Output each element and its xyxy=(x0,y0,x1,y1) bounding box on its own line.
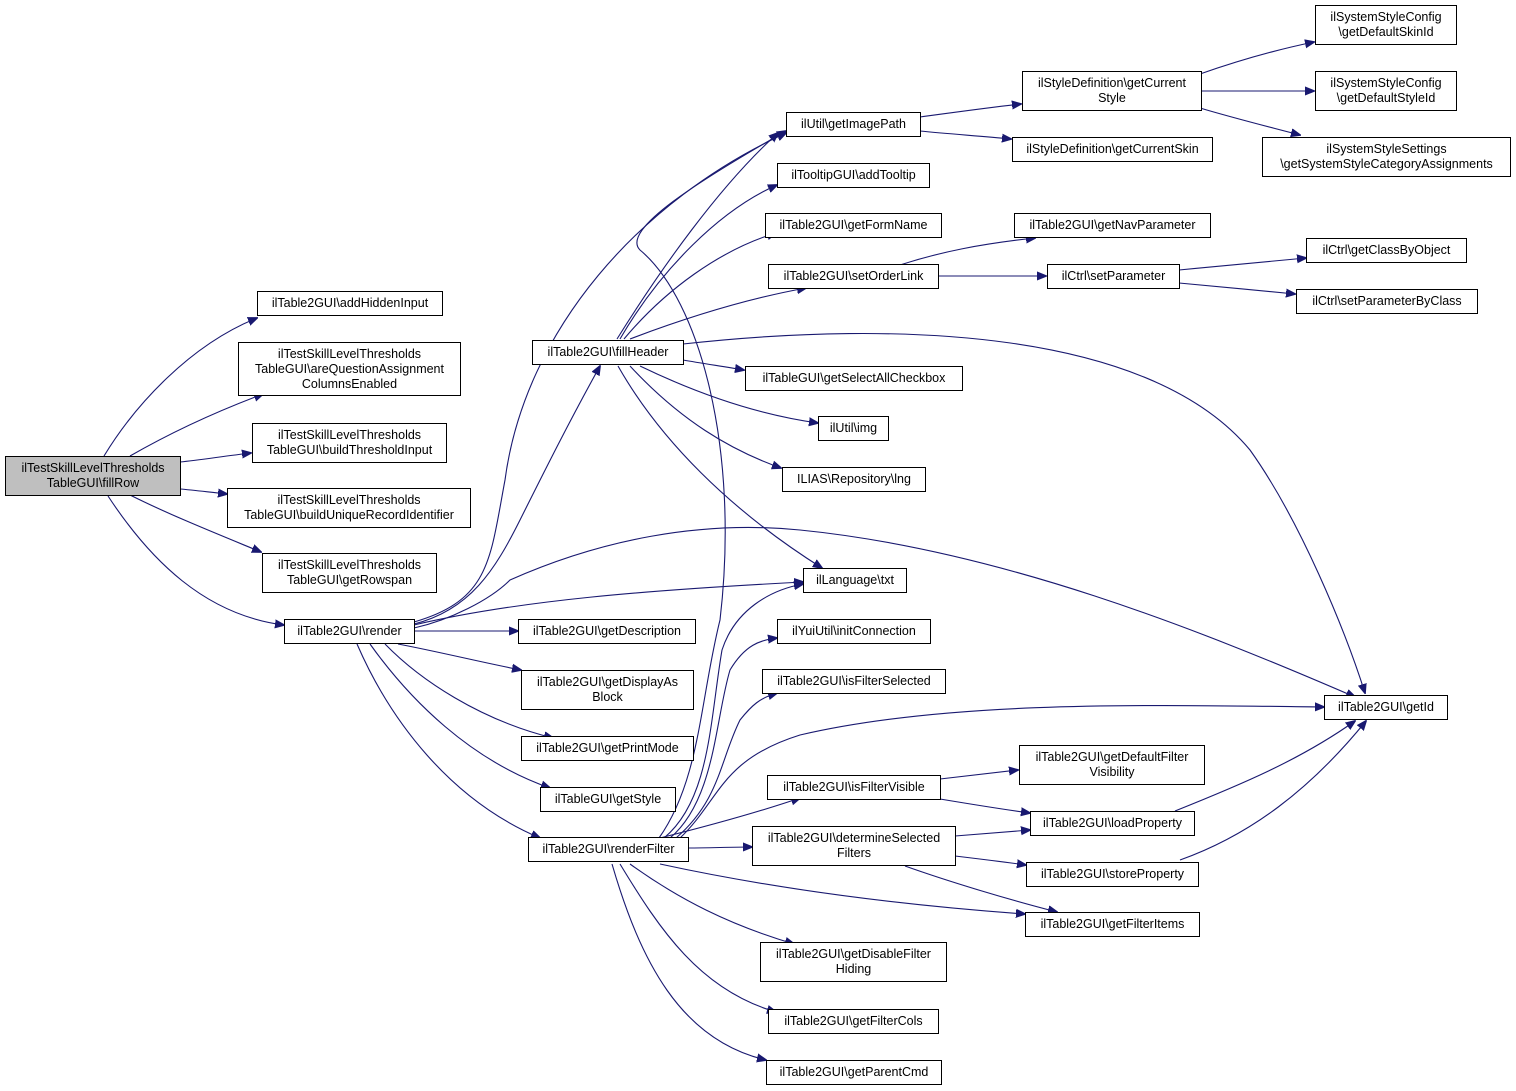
edge-renderfilter-determineselectedfilters xyxy=(687,847,752,848)
node-img[interactable]: ilUtil\img xyxy=(818,416,889,441)
node-getfilteritems[interactable]: ilTable2GUI\getFilterItems xyxy=(1025,912,1200,937)
edge-fillrow-getrowspan xyxy=(129,494,261,552)
node-fillrow[interactable]: ilTestSkillLevelThresholds TableGUI\fill… xyxy=(5,456,181,496)
node-getdefaultstyleid[interactable]: ilSystemStyleConfig \getDefaultStyleId xyxy=(1315,71,1457,111)
node-isfilterselected[interactable]: ilTable2GUI\isFilterSelected xyxy=(762,669,946,694)
edge-renderfilter-getdisablefilterhiding xyxy=(629,863,794,944)
node-getdefaultfiltervisibility[interactable]: ilTable2GUI\getDefaultFilter Visibility xyxy=(1019,745,1205,785)
edge-setparameter-getclassbyobject xyxy=(1178,258,1306,271)
edge-renderfilter-txt xyxy=(663,584,803,839)
node-getstyle[interactable]: ilTableGUI\getStyle xyxy=(540,787,676,812)
node-txt[interactable]: ilLanguage\txt xyxy=(803,568,907,593)
node-setparameterbyclass[interactable]: ilCtrl\setParameterByClass xyxy=(1296,289,1478,314)
edge-fillheader-setorderlink xyxy=(629,288,806,340)
node-renderfilter[interactable]: ilTable2GUI\renderFilter xyxy=(528,837,689,862)
edge-fillheader-img xyxy=(639,365,818,423)
node-lng[interactable]: ILIAS\Repository\lng xyxy=(782,467,926,492)
node-getdescription[interactable]: ilTable2GUI\getDescription xyxy=(518,619,696,644)
edge-renderfilter-getparentcmd xyxy=(611,863,766,1060)
edge-render-getstyle xyxy=(369,643,550,788)
node-setparameter[interactable]: ilCtrl\setParameter xyxy=(1047,264,1180,289)
edge-renderfilter-getfilteritems xyxy=(659,863,1025,914)
edge-renderfilter-getid xyxy=(679,706,1324,839)
edge-isfiltervisible-getdefaultfiltervisibility xyxy=(939,770,1018,780)
node-getfiltercols[interactable]: ilTable2GUI\getFilterCols xyxy=(768,1009,939,1034)
node-buildthresholdinput[interactable]: ilTestSkillLevelThresholds TableGUI\buil… xyxy=(252,423,447,463)
edge-renderfilter-getfiltercols xyxy=(619,863,776,1012)
node-getdisablefilterhiding[interactable]: ilTable2GUI\getDisableFilter Hiding xyxy=(760,942,947,982)
edge-storeproperty-getid xyxy=(1179,721,1366,861)
edge-fillrow-builduniquerecordidentifier xyxy=(179,489,227,494)
node-getdisplayasblock[interactable]: ilTable2GUI\getDisplayAs Block xyxy=(521,670,694,710)
edge-fillrow-render xyxy=(107,495,284,625)
node-getclassbyobject[interactable]: ilCtrl\getClassByObject xyxy=(1306,238,1467,263)
edge-fillrow-buildthresholdinput xyxy=(179,453,251,463)
edge-render-txt xyxy=(413,582,803,626)
node-isfiltervisible[interactable]: ilTable2GUI\isFilterVisible xyxy=(767,775,941,800)
edge-fillheader-getselectallcheckbox xyxy=(682,359,744,370)
edge-fillheader-addtooltip xyxy=(619,185,777,340)
edge-determineselectedfilters-storeproperty xyxy=(954,855,1026,865)
edge-fillheader-getid xyxy=(682,332,1365,693)
edge-renderfilter-getimagepath xyxy=(636,131,786,839)
node-getsystemstylecategoryassignments[interactable]: ilSystemStyleSettings \getSystemStyleCat… xyxy=(1262,137,1511,177)
node-loadproperty[interactable]: ilTable2GUI\loadProperty xyxy=(1030,811,1195,836)
edge-render-getprintmode xyxy=(384,643,553,738)
edge-render-renderfilter xyxy=(356,643,540,838)
edge-getimagepath-getcurrentskin xyxy=(919,130,1011,139)
node-getcurrentstyle[interactable]: ilStyleDefinition\getCurrent Style xyxy=(1022,71,1202,111)
node-getparentcmd[interactable]: ilTable2GUI\getParentCmd xyxy=(766,1060,942,1085)
edge-fillheader-getimagepath xyxy=(616,133,778,340)
node-addhiddeninput[interactable]: ilTable2GUI\addHiddenInput xyxy=(257,291,443,316)
node-arequestionassignmentcolumnsenabled[interactable]: ilTestSkillLevelThresholds TableGUI\areQ… xyxy=(238,342,461,396)
node-getid[interactable]: ilTable2GUI\getId xyxy=(1324,695,1448,720)
node-getformname[interactable]: ilTable2GUI\getFormName xyxy=(765,213,942,238)
edge-render-getimagepath xyxy=(413,133,786,623)
node-getrowspan[interactable]: ilTestSkillLevelThresholds TableGUI\getR… xyxy=(262,553,437,593)
edge-renderfilter-isfilterselected xyxy=(675,693,777,839)
node-storeproperty[interactable]: ilTable2GUI\storeProperty xyxy=(1026,862,1199,887)
edge-fillheader-txt xyxy=(617,365,822,568)
node-fillheader[interactable]: ilTable2GUI\fillHeader xyxy=(532,340,684,365)
edge-loadproperty-getid xyxy=(1174,721,1355,812)
node-getimagepath[interactable]: ilUtil\getImagePath xyxy=(786,112,921,137)
node-determineselectedfilters[interactable]: ilTable2GUI\determineSelected Filters xyxy=(752,826,956,866)
edge-fillheader-lng xyxy=(629,365,781,468)
edge-setorderlink-getnavparameter xyxy=(899,238,1035,266)
edge-isfiltervisible-loadproperty xyxy=(939,798,1030,813)
edge-fillrow-arequestionassignment xyxy=(129,394,263,457)
node-getprintmode[interactable]: ilTable2GUI\getPrintMode xyxy=(521,736,694,761)
edge-getcurrentstyle-getdefaultskinid xyxy=(1199,42,1314,75)
edge-render-getdisplayasblock xyxy=(397,643,521,670)
node-getnavparameter[interactable]: ilTable2GUI\getNavParameter xyxy=(1014,213,1211,238)
edge-render-fillheader xyxy=(413,366,600,625)
edge-determineselectedfilters-getfilteritems xyxy=(904,865,1057,912)
node-getcurrentskin[interactable]: ilStyleDefinition\getCurrentSkin xyxy=(1012,137,1213,162)
node-initconnection[interactable]: ilYuiUtil\initConnection xyxy=(777,619,931,644)
edge-setparameter-setparameterbyclass xyxy=(1178,282,1295,294)
node-setorderlink[interactable]: ilTable2GUI\setOrderLink xyxy=(768,264,939,289)
node-render[interactable]: ilTable2GUI\render xyxy=(284,619,415,644)
edge-getimagepath-getcurrentstyle xyxy=(919,104,1021,118)
node-getdefaultskinid[interactable]: ilSystemStyleConfig \getDefaultSkinId xyxy=(1315,5,1457,45)
node-addtooltip[interactable]: ilTooltipGUI\addTooltip xyxy=(777,163,930,188)
edge-fillrow-addhiddeninput xyxy=(103,318,257,457)
edge-getcurrentstyle-getsystemstylecategoryassignments xyxy=(1199,107,1300,135)
edge-fillheader-getformname xyxy=(623,233,776,340)
node-builduniquerecordidentifier[interactable]: ilTestSkillLevelThresholds TableGUI\buil… xyxy=(227,488,471,528)
node-getselectallcheckbox[interactable]: ilTableGUI\getSelectAllCheckbox xyxy=(745,366,963,391)
edge-renderfilter-isfiltervisible xyxy=(659,798,800,839)
edge-renderfilter-initconnection xyxy=(669,638,777,839)
edge-render-getid xyxy=(413,526,1355,697)
edge-determineselectedfilters-loadproperty xyxy=(954,830,1030,837)
